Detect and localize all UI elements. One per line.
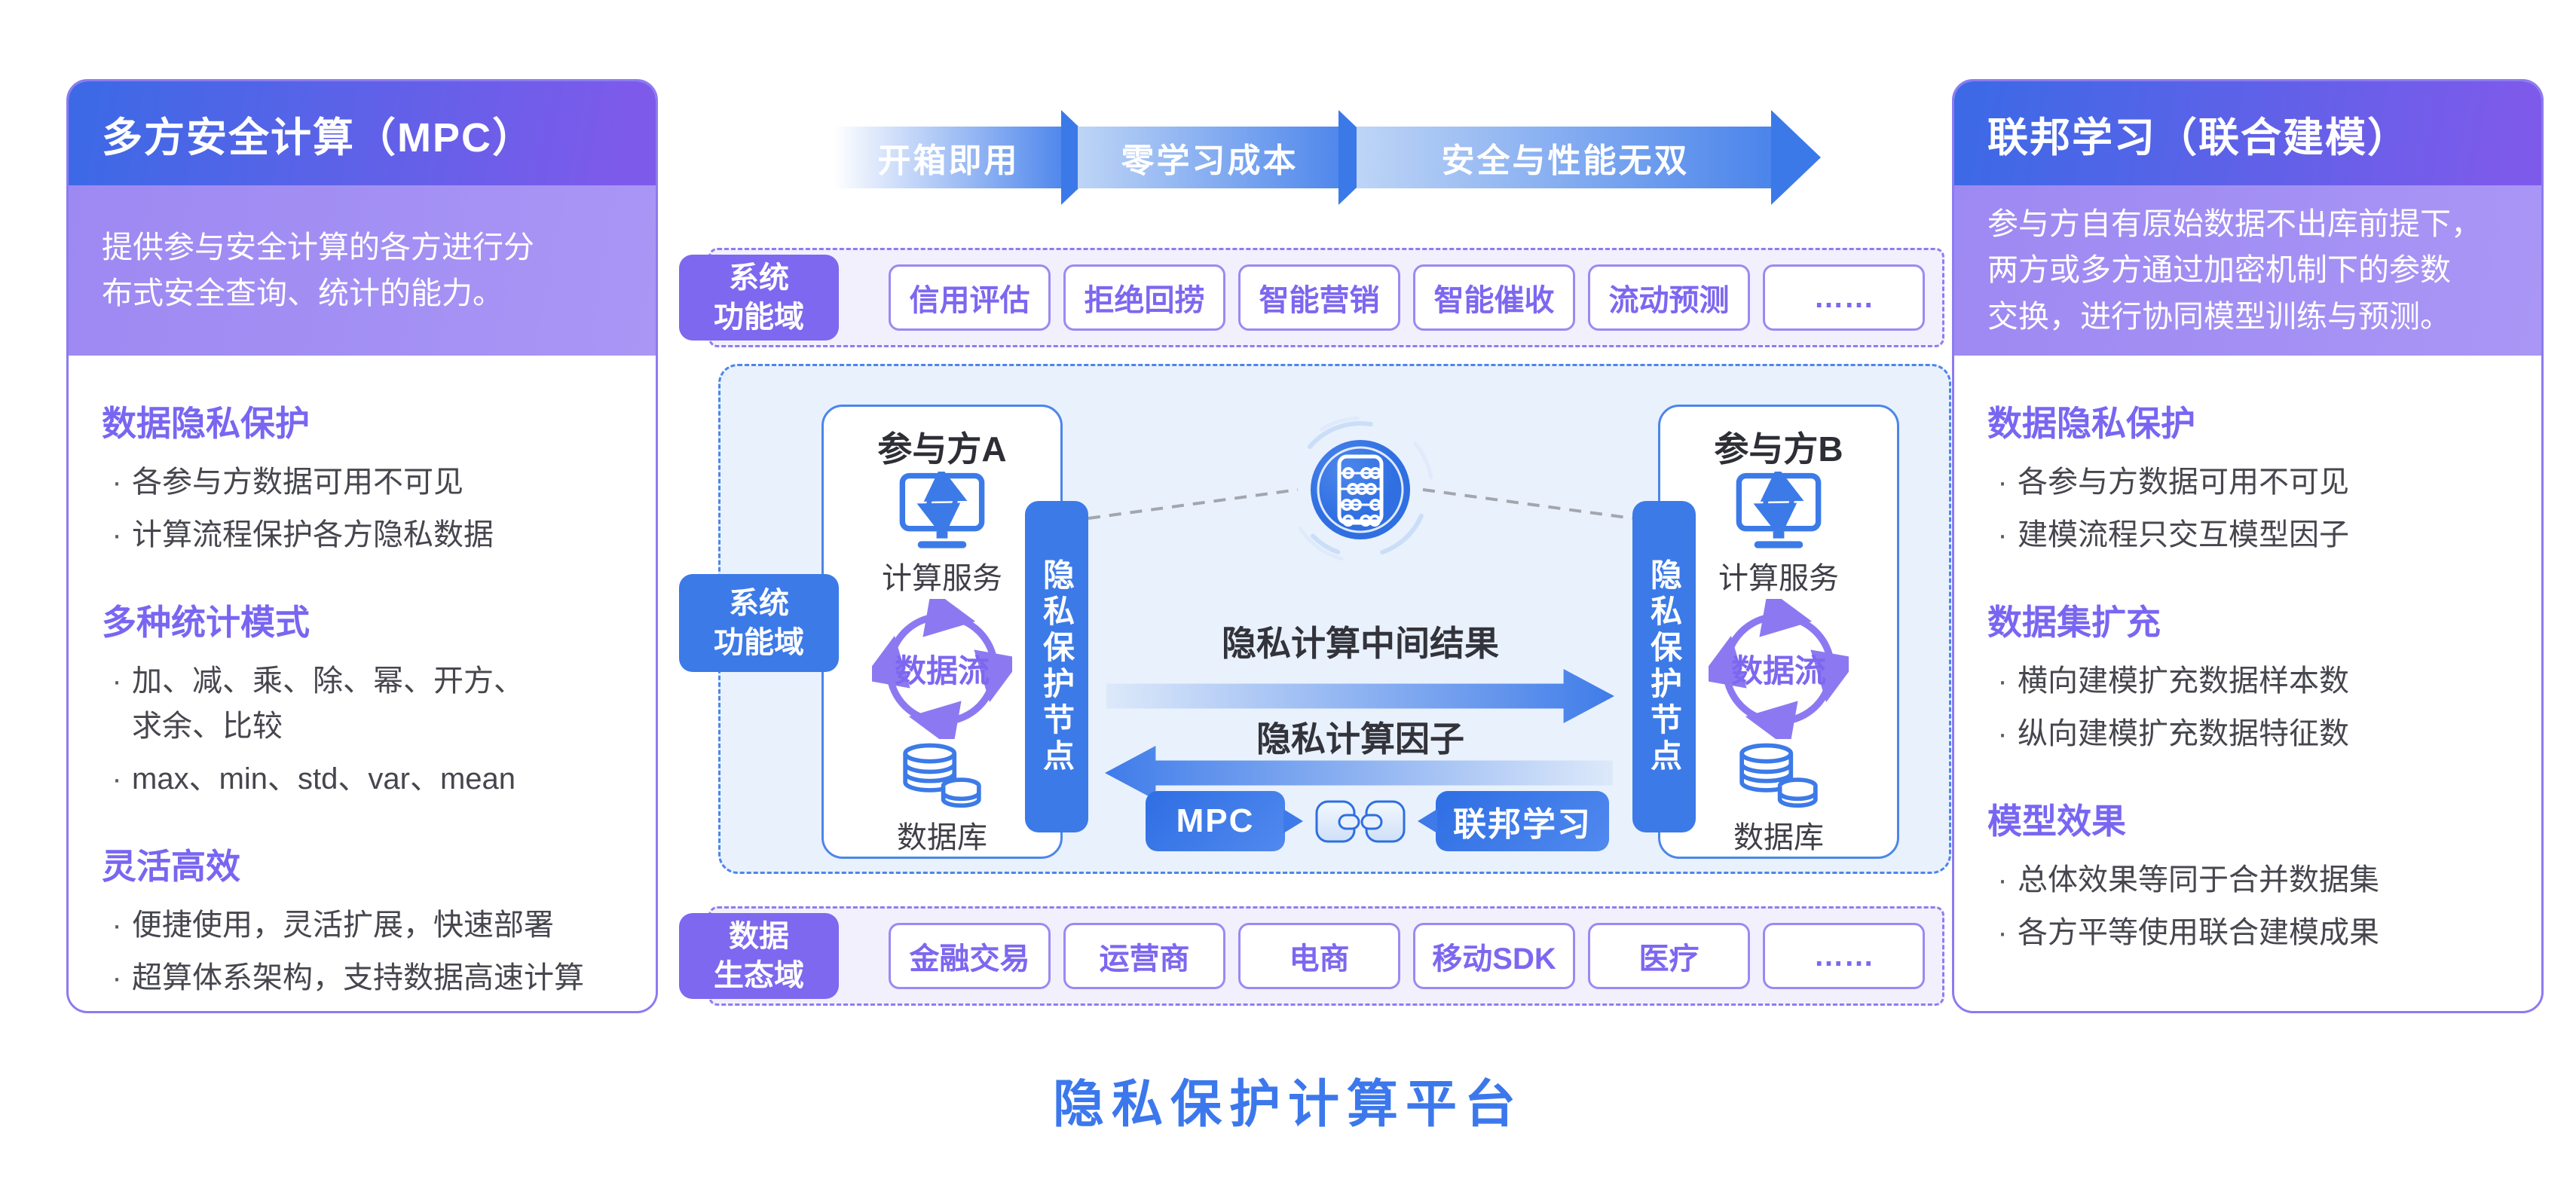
ecosystem-tag: 移动SDK <box>1413 923 1575 989</box>
chevron-arrow-icon <box>1771 110 1821 205</box>
bullet-item: ·各参与方数据可用不可见 <box>1987 460 2508 505</box>
mpc-bubble: MPC <box>1146 791 1303 851</box>
federated-learning-panel: 联邦学习（联合建模） 参与方自有原始数据不出库前提下， 两方或多方通过加密机制下… <box>1952 79 2544 1013</box>
bullet-item: ·便捷使用，灵活扩展，快速部署 <box>102 903 623 948</box>
abacus-compute-icon <box>1286 416 1434 564</box>
bullet-dot: · <box>112 664 122 698</box>
bullet-item: ·加、减、乘、除、幂、开方、 求余、比较 <box>102 658 623 749</box>
function-domain-row: 信用评估 拒绝回捞 智能营销 智能催收 流动预测 …… <box>708 248 1944 347</box>
ecosystem-tag: 金融交易 <box>889 923 1051 989</box>
function-tag-more: …… <box>1763 264 1925 331</box>
ecosystem-tag: 运营商 <box>1063 923 1225 989</box>
fl-section-dataset: 数据集扩充 ·横向建模扩充数据样本数 ·纵向建模扩充数据特征数 <box>1987 595 2508 756</box>
section-heading: 数据集扩充 <box>1987 603 2161 642</box>
participant-b-title: 参与方B <box>1714 429 1843 469</box>
bullet-item: ·各参与方数据可用不可见 <box>102 460 623 505</box>
function-tag: 拒绝回捞 <box>1063 264 1225 331</box>
federated-learning-bubble: 联邦学习 <box>1418 791 1609 851</box>
function-tag: 流动预测 <box>1588 264 1750 331</box>
mpc-section-privacy: 数据隐私保护 ·各参与方数据可用不可见 ·计算流程保护各方隐私数据 <box>102 396 623 557</box>
privacy-node-a: 隐私保护节点 <box>1025 501 1088 832</box>
fl-panel-body: 数据隐私保护 ·各参与方数据可用不可见 ·建模流程只交互模型因子 数据集扩充 ·… <box>1954 356 2541 955</box>
section-heading: 灵活高效 <box>102 847 240 886</box>
bullet-item: ·各方平等使用联合建模成果 <box>1987 910 2508 955</box>
mpc-panel-description: 提供参与安全计算的各方进行分 布式安全查询、统计的能力。 <box>69 185 656 356</box>
mpc-panel: 多方安全计算（MPC） 提供参与安全计算的各方进行分 布式安全查询、统计的能力。… <box>66 79 658 1013</box>
ecosystem-tag: 医疗 <box>1588 923 1750 989</box>
participant-a-card: 参与方A 计算服务 数据流 <box>821 405 1063 859</box>
fl-panel-description: 参与方自有原始数据不出库前提下， 两方或多方通过加密机制下的参数 交换，进行协同… <box>1954 185 2541 356</box>
fl-panel-title: 联邦学习（联合建模） <box>1954 81 2541 185</box>
compute-service-icon <box>899 472 985 548</box>
bullet-dot: · <box>112 466 122 499</box>
bullet-dot: · <box>1997 466 2008 499</box>
ecosystem-tag: 电商 <box>1238 923 1400 989</box>
bullet-dot: · <box>112 762 122 796</box>
function-tag: 智能营销 <box>1238 264 1400 331</box>
link-chain-icon <box>1315 800 1406 843</box>
process-step-security-performance: 安全与性能无双 <box>1357 127 1774 188</box>
cycle-arrows-icon <box>861 588 1023 750</box>
intermediate-result-label: 隐私计算中间结果 <box>1222 624 1499 663</box>
system-function-domain-label: 系统 功能域 <box>679 574 839 672</box>
section-heading: 数据隐私保护 <box>102 404 310 443</box>
bullet-dot: · <box>1997 664 2008 698</box>
bullet-dot: · <box>112 909 122 942</box>
function-domain-label: 系统 功能域 <box>679 255 839 341</box>
bullet-dot: · <box>1997 518 2008 551</box>
ecosystem-tag-more: …… <box>1763 923 1925 989</box>
mpc-section-flexible: 灵活高效 ·便捷使用，灵活扩展，快速部署 ·超算体系架构，支持数据高速计算 <box>102 839 623 1000</box>
participant-b-card: 参与方B 计算服务 数据流 <box>1658 405 1899 859</box>
data-flow-label: 数据流 <box>894 653 990 689</box>
fl-section-model: 模型效果 ·总体效果等同于合并数据集 ·各方平等使用联合建模成果 <box>1987 794 2508 955</box>
data-flow-label: 数据流 <box>1730 653 1826 689</box>
bullet-dot: · <box>1997 916 2008 949</box>
compute-service-label: 计算服务 <box>882 561 1002 595</box>
mpc-panel-title: 多方安全计算（MPC） <box>69 81 656 185</box>
database-label: 数据库 <box>897 821 987 854</box>
bullet-dot: · <box>1997 717 2008 750</box>
privacy-node-b: 隐私保护节点 <box>1632 501 1696 832</box>
bullet-dot: · <box>112 518 122 551</box>
process-step-out-of-box: 开箱即用 <box>833 127 1064 188</box>
process-step-zero-learning: 零学习成本 <box>1078 127 1342 188</box>
page-title: 隐私保护计算平台 <box>1052 1076 1524 1133</box>
fl-section-privacy: 数据隐私保护 ·各参与方数据可用不可见 ·建模流程只交互模型因子 <box>1987 396 2508 557</box>
section-heading: 模型效果 <box>1987 802 2126 841</box>
compute-service-icon <box>1736 472 1822 548</box>
bullet-item: ·计算流程保护各方隐私数据 <box>102 512 623 557</box>
bullet-item: ·max、min、std、var、mean <box>102 756 623 802</box>
bullet-item: ·超算体系架构，支持数据高速计算 <box>102 955 623 1000</box>
bullet-item: ·纵向建模扩充数据特征数 <box>1987 711 2508 756</box>
bullet-item: ·横向建模扩充数据样本数 <box>1987 658 2508 704</box>
mpc-panel-body: 数据隐私保护 ·各参与方数据可用不可见 ·计算流程保护各方隐私数据 多种统计模式… <box>69 356 656 1000</box>
compute-factor-label: 隐私计算因子 <box>1256 719 1464 759</box>
function-tag: 智能催收 <box>1413 264 1575 331</box>
section-heading: 多种统计模式 <box>102 603 310 642</box>
section-heading: 数据隐私保护 <box>1987 404 2195 443</box>
bullet-item: ·总体效果等同于合并数据集 <box>1987 857 2508 903</box>
data-flow-cycle: 数据流 <box>1698 588 1859 750</box>
function-tag: 信用评估 <box>889 264 1051 331</box>
bullet-dot: · <box>112 961 122 994</box>
participant-a-title: 参与方A <box>877 429 1007 469</box>
data-ecosystem-row: 金融交易 运营商 电商 移动SDK 医疗 …… <box>708 906 1944 1006</box>
data-ecosystem-label: 数据 生态域 <box>679 913 839 999</box>
database-icon <box>903 743 981 808</box>
mpc-section-stats: 多种统计模式 ·加、减、乘、除、幂、开方、 求余、比较 ·max、min、std… <box>102 595 623 802</box>
database-icon <box>1739 743 1818 808</box>
cycle-arrows-icon <box>1698 588 1859 750</box>
compute-service-label: 计算服务 <box>1718 561 1839 595</box>
database-label: 数据库 <box>1733 821 1824 854</box>
bullet-item: ·建模流程只交互模型因子 <box>1987 512 2508 557</box>
bullet-dot: · <box>1997 863 2008 896</box>
data-flow-cycle: 数据流 <box>861 588 1023 750</box>
